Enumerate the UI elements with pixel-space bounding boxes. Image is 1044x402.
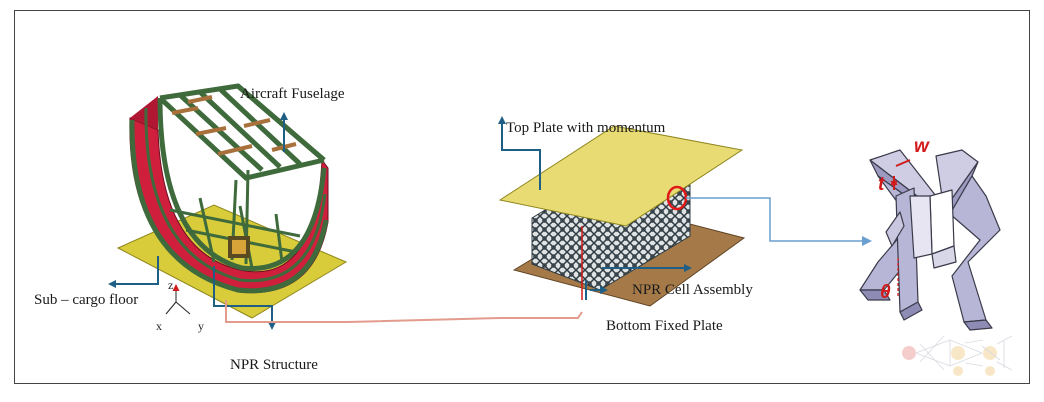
sandwich-panel — [498, 125, 746, 307]
w-dimension — [895, 159, 911, 167]
fuselage-skin-end — [130, 96, 158, 130]
top-plate-label: Top Plate with momentum — [506, 120, 666, 136]
fuselage-frame-outer — [129, 119, 329, 294]
axis-y-label: y — [198, 319, 204, 333]
npr-structure-label: NPR Structure — [230, 357, 318, 373]
connector-panel-to-cell — [686, 197, 872, 246]
cell-dimension-marks — [890, 159, 911, 298]
panel-annotations — [498, 116, 692, 300]
t-symbol: t — [878, 174, 885, 195]
sub-cargo-floor-label: Sub – cargo floor — [34, 292, 138, 308]
theta-symbol: θ — [880, 282, 891, 303]
npr-insert-core — [232, 240, 246, 254]
connector-fuselage-to-panel — [225, 300, 583, 323]
aircraft-fuselage-label: Aircraft Fuselage — [240, 86, 345, 102]
top-plate-arrow — [498, 116, 541, 190]
fuselage-frame-mid — [144, 107, 327, 283]
fuselage-frame-inner — [157, 97, 327, 272]
top-plate — [498, 125, 744, 227]
watermark-logo — [902, 335, 1013, 376]
fuselage-model — [116, 83, 348, 319]
npr-unit-cell — [859, 149, 1001, 331]
bottom-fixed-plate-label: Bottom Fixed Plate — [606, 318, 723, 334]
axis-x-label: x — [156, 319, 162, 333]
fuselage-annotations — [108, 112, 288, 330]
w-symbol: w — [914, 136, 930, 157]
axis-z-label: z — [168, 278, 173, 292]
npr-cell-assembly-label: NPR Cell Assembly — [632, 282, 753, 298]
coordinate-axes: z x y — [156, 278, 204, 333]
npr-structure-arrow — [213, 266, 276, 330]
cargo-floor-arrow — [108, 256, 159, 288]
